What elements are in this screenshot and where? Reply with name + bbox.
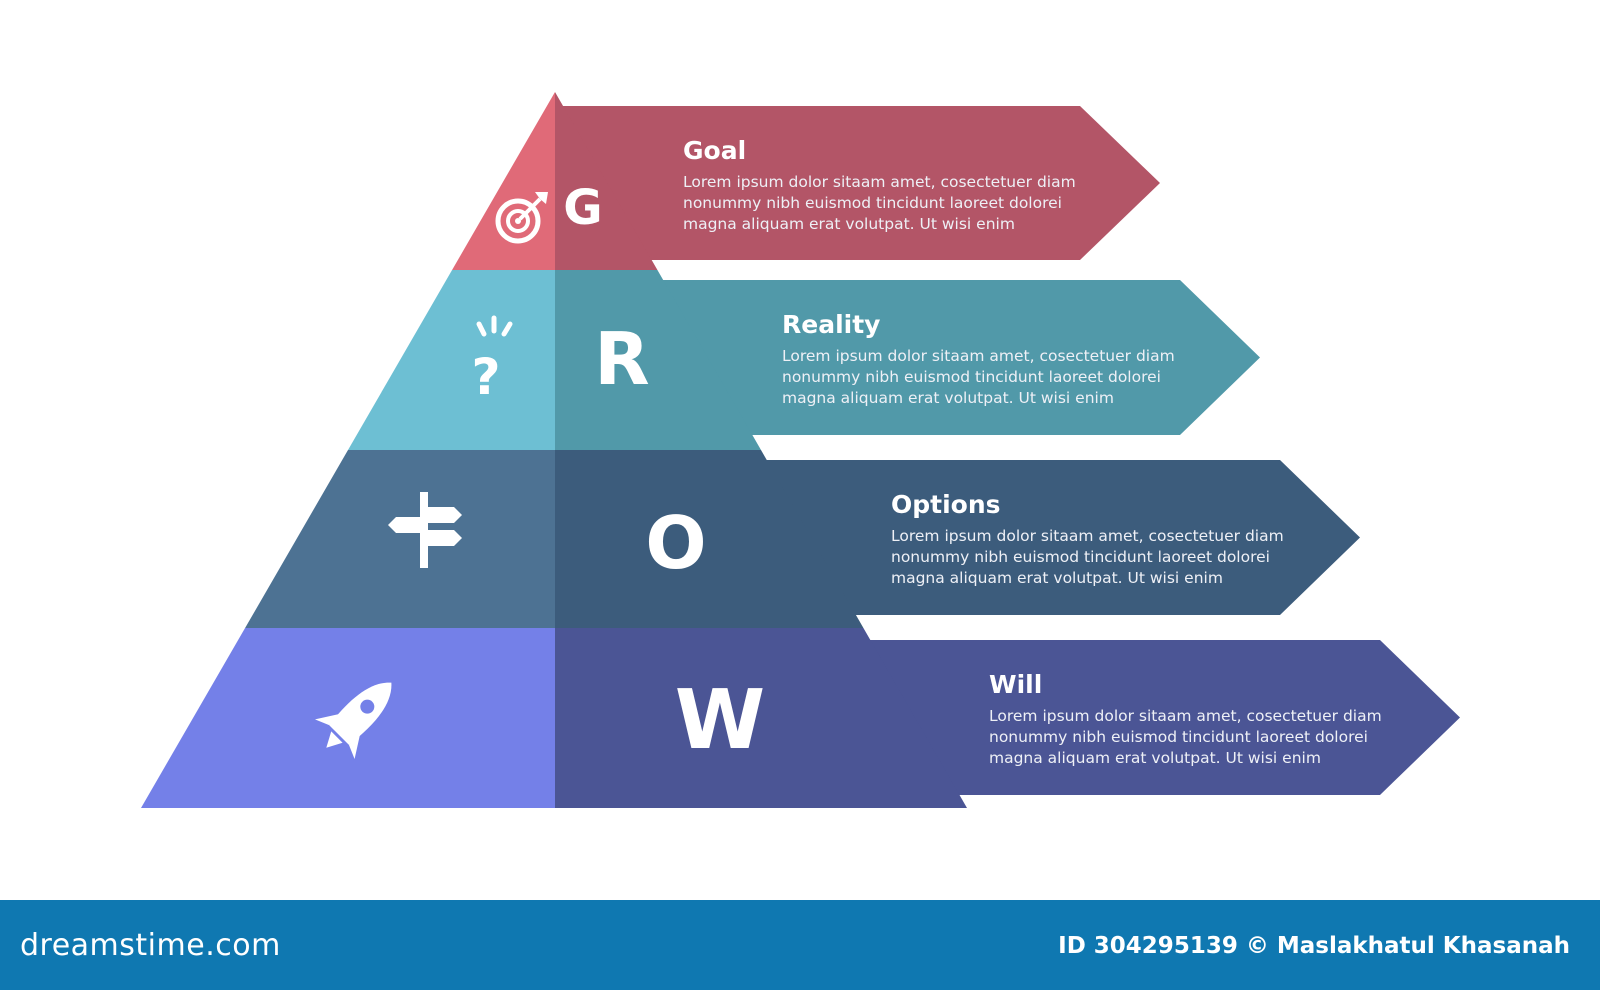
- stage-title: Goal: [683, 136, 746, 165]
- banner-arrow-shape: [755, 460, 1360, 615]
- stage-description-line: nonummy nibh euismod tincidunt laoreet d…: [683, 194, 1062, 212]
- target-icon: [495, 192, 548, 244]
- tier-left-face: [452, 92, 555, 270]
- tier-letter-w: W: [675, 673, 765, 768]
- pyramid-tier-options: [245, 450, 864, 628]
- tier-letter-r: R: [594, 317, 649, 401]
- tier-right-face: [555, 628, 967, 808]
- signpost-icon: [388, 492, 462, 568]
- stage-description-line: nonummy nibh euismod tincidunt laoreet d…: [989, 728, 1368, 746]
- stage-description-line: Lorem ipsum dolor sitaam amet, cosectetu…: [891, 527, 1284, 545]
- stage-description-line: magna aliquam erat volutpat. Ut wisi eni…: [782, 389, 1114, 407]
- footer-bar: dreamstime.com ID 304295139 © Maslakhatu…: [0, 900, 1600, 990]
- tier-letter-g: G: [563, 180, 602, 236]
- tier-right-face: [555, 270, 761, 450]
- stage-description-line: magna aliquam erat volutpat. Ut wisi eni…: [989, 749, 1321, 767]
- banner-arrow-shape: [555, 106, 1160, 260]
- banner-arrow-shape: [655, 280, 1260, 435]
- stage-title: Will: [989, 670, 1042, 699]
- tier-left-face: [348, 270, 555, 450]
- pyramid-tier-reality: [348, 270, 761, 450]
- tier-letter-o: O: [645, 501, 706, 585]
- stage-title: Options: [891, 490, 1001, 519]
- stage-description-line: magna aliquam erat volutpat. Ut wisi eni…: [683, 215, 1015, 233]
- question-icon: ?: [471, 315, 513, 406]
- stage-description-line: nonummy nibh euismod tincidunt laoreet d…: [891, 548, 1270, 566]
- footer-logo[interactable]: dreamstime.com: [20, 928, 281, 963]
- banner-arrow-shape: [855, 640, 1460, 795]
- stage-description-line: Lorem ipsum dolor sitaam amet, cosectetu…: [782, 347, 1175, 365]
- rocket-icon: [314, 682, 392, 760]
- question-mark-glyph: ?: [471, 348, 500, 406]
- pyramid-tier-goal: [452, 92, 658, 270]
- stage-description-line: Lorem ipsum dolor sitaam amet, cosectetu…: [683, 173, 1076, 191]
- tier-right-face: [555, 92, 658, 270]
- footer-credit: ID 304295139 © Maslakhatul Khasanah: [1058, 933, 1570, 959]
- stage-description-line: Lorem ipsum dolor sitaam amet, cosectetu…: [989, 707, 1382, 725]
- stage-title: Reality: [782, 310, 880, 339]
- stage-description-line: magna aliquam erat volutpat. Ut wisi eni…: [891, 569, 1223, 587]
- tier-left-face: [245, 450, 555, 628]
- stage-description-line: nonummy nibh euismod tincidunt laoreet d…: [782, 368, 1161, 386]
- pyramid-tier-will: [141, 628, 967, 808]
- tier-right-face: [555, 450, 864, 628]
